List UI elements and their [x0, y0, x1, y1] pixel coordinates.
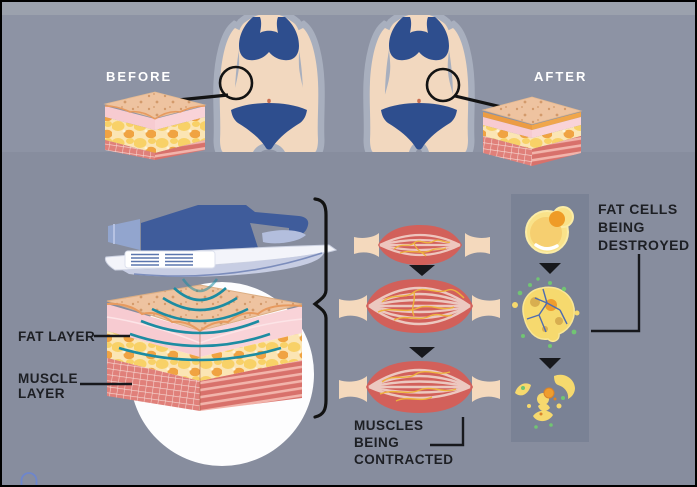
before-bikini-bottom	[231, 103, 307, 150]
before-body-figure	[213, 15, 325, 152]
muscles-label-connector	[430, 417, 465, 447]
device-vents-icon	[131, 253, 193, 266]
lipid-droplet	[548, 281, 552, 285]
down-arrow-icon	[539, 263, 561, 274]
down-arrow-icon	[539, 358, 561, 369]
after-right-arm	[445, 28, 469, 152]
after-bikini-bottom	[381, 103, 457, 150]
fat-layer-label: FAT LAYER	[18, 329, 96, 344]
muscle-layer-label: MUSCLE LAYER	[18, 371, 78, 401]
muscle-stage-1-relaxed	[354, 225, 490, 265]
before-bra	[239, 17, 299, 61]
fat-layer-right	[200, 333, 302, 381]
device-body	[141, 205, 309, 254]
device-cable-strap	[108, 219, 140, 250]
after-skin-cube	[481, 96, 583, 166]
ultrasound-waves-icon	[118, 278, 282, 362]
before-skin-cube	[103, 91, 207, 160]
watermark-logo-icon	[20, 472, 38, 485]
after-bra	[389, 17, 449, 61]
fat-cell-stage-1-intact	[525, 206, 574, 254]
after-label: AFTER	[534, 69, 588, 84]
top-strip	[2, 2, 695, 15]
before-navel	[267, 98, 271, 104]
device-handle-shadow	[262, 230, 306, 244]
muscle-stage-2-contracting	[339, 279, 500, 333]
after-magnifier-circle-icon	[425, 67, 461, 103]
after-body-figure	[363, 15, 475, 152]
device-under-plate	[122, 252, 324, 277]
muscle-layer-left	[107, 358, 200, 411]
fat-cells-being-destroyed-label: FAT CELLS BEING DESTROYED	[598, 201, 690, 253]
fat-cell-stage-3-destroyed	[515, 374, 575, 429]
grouping-brace-icon	[312, 197, 328, 419]
after-navel	[417, 98, 421, 104]
muscle-stage-3-contracted	[339, 361, 500, 413]
before-left-arm	[219, 28, 243, 152]
before-magnifier-circle-icon	[218, 65, 254, 101]
down-arrow-icon	[409, 265, 435, 276]
main-skin-block	[106, 278, 303, 411]
connector-lines	[80, 254, 641, 447]
fat-cell-stage-2-breaking	[512, 277, 580, 348]
applicator-device-icon	[104, 205, 338, 277]
fat-cells-label-connector	[591, 254, 641, 333]
before-label: BEFORE	[106, 69, 173, 84]
device-rim-line	[133, 252, 323, 277]
muscles-being-contracted-label: MUSCLES BEING CONTRACTED	[354, 418, 454, 467]
down-arrow-icon	[409, 347, 435, 358]
muscle-layer-right	[200, 360, 302, 411]
before-right-arm	[295, 28, 319, 152]
bottom-section-background	[2, 152, 695, 485]
after-left-arm	[369, 28, 393, 152]
